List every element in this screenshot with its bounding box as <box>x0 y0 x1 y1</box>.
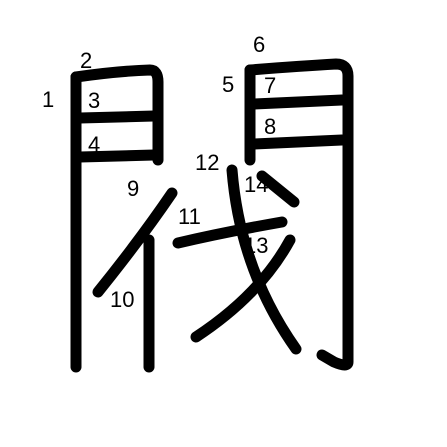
stroke-number-13: 13 <box>244 233 268 258</box>
stroke-number-8: 8 <box>264 114 276 139</box>
stroke-3 <box>74 110 160 124</box>
stroke-number-4: 4 <box>88 132 100 157</box>
stroke-4 <box>74 149 160 163</box>
stroke-9 <box>92 187 178 298</box>
stroke-number-14: 14 <box>244 172 268 197</box>
stroke-2 <box>70 64 164 166</box>
stroke-number-12: 12 <box>195 150 219 175</box>
stroke-14 <box>256 170 300 208</box>
stroke-number-5: 5 <box>222 72 234 97</box>
stroke-11 <box>172 216 288 249</box>
stroke-number-11: 11 <box>178 204 201 229</box>
stroke-12 <box>226 164 302 355</box>
stroke-8 <box>248 134 348 150</box>
stroke-number-10: 10 <box>110 287 134 312</box>
stroke-number-2: 2 <box>80 48 92 73</box>
stroke-number-6: 6 <box>253 32 265 57</box>
stroke-number-9: 9 <box>127 176 139 201</box>
stroke-number-7: 7 <box>264 73 276 98</box>
stroke-6 <box>244 58 354 371</box>
stroke-7 <box>248 94 348 110</box>
stroke-number-1: 1 <box>42 87 54 112</box>
stroke-13 <box>190 234 296 343</box>
stroke-number-3: 3 <box>88 88 100 113</box>
